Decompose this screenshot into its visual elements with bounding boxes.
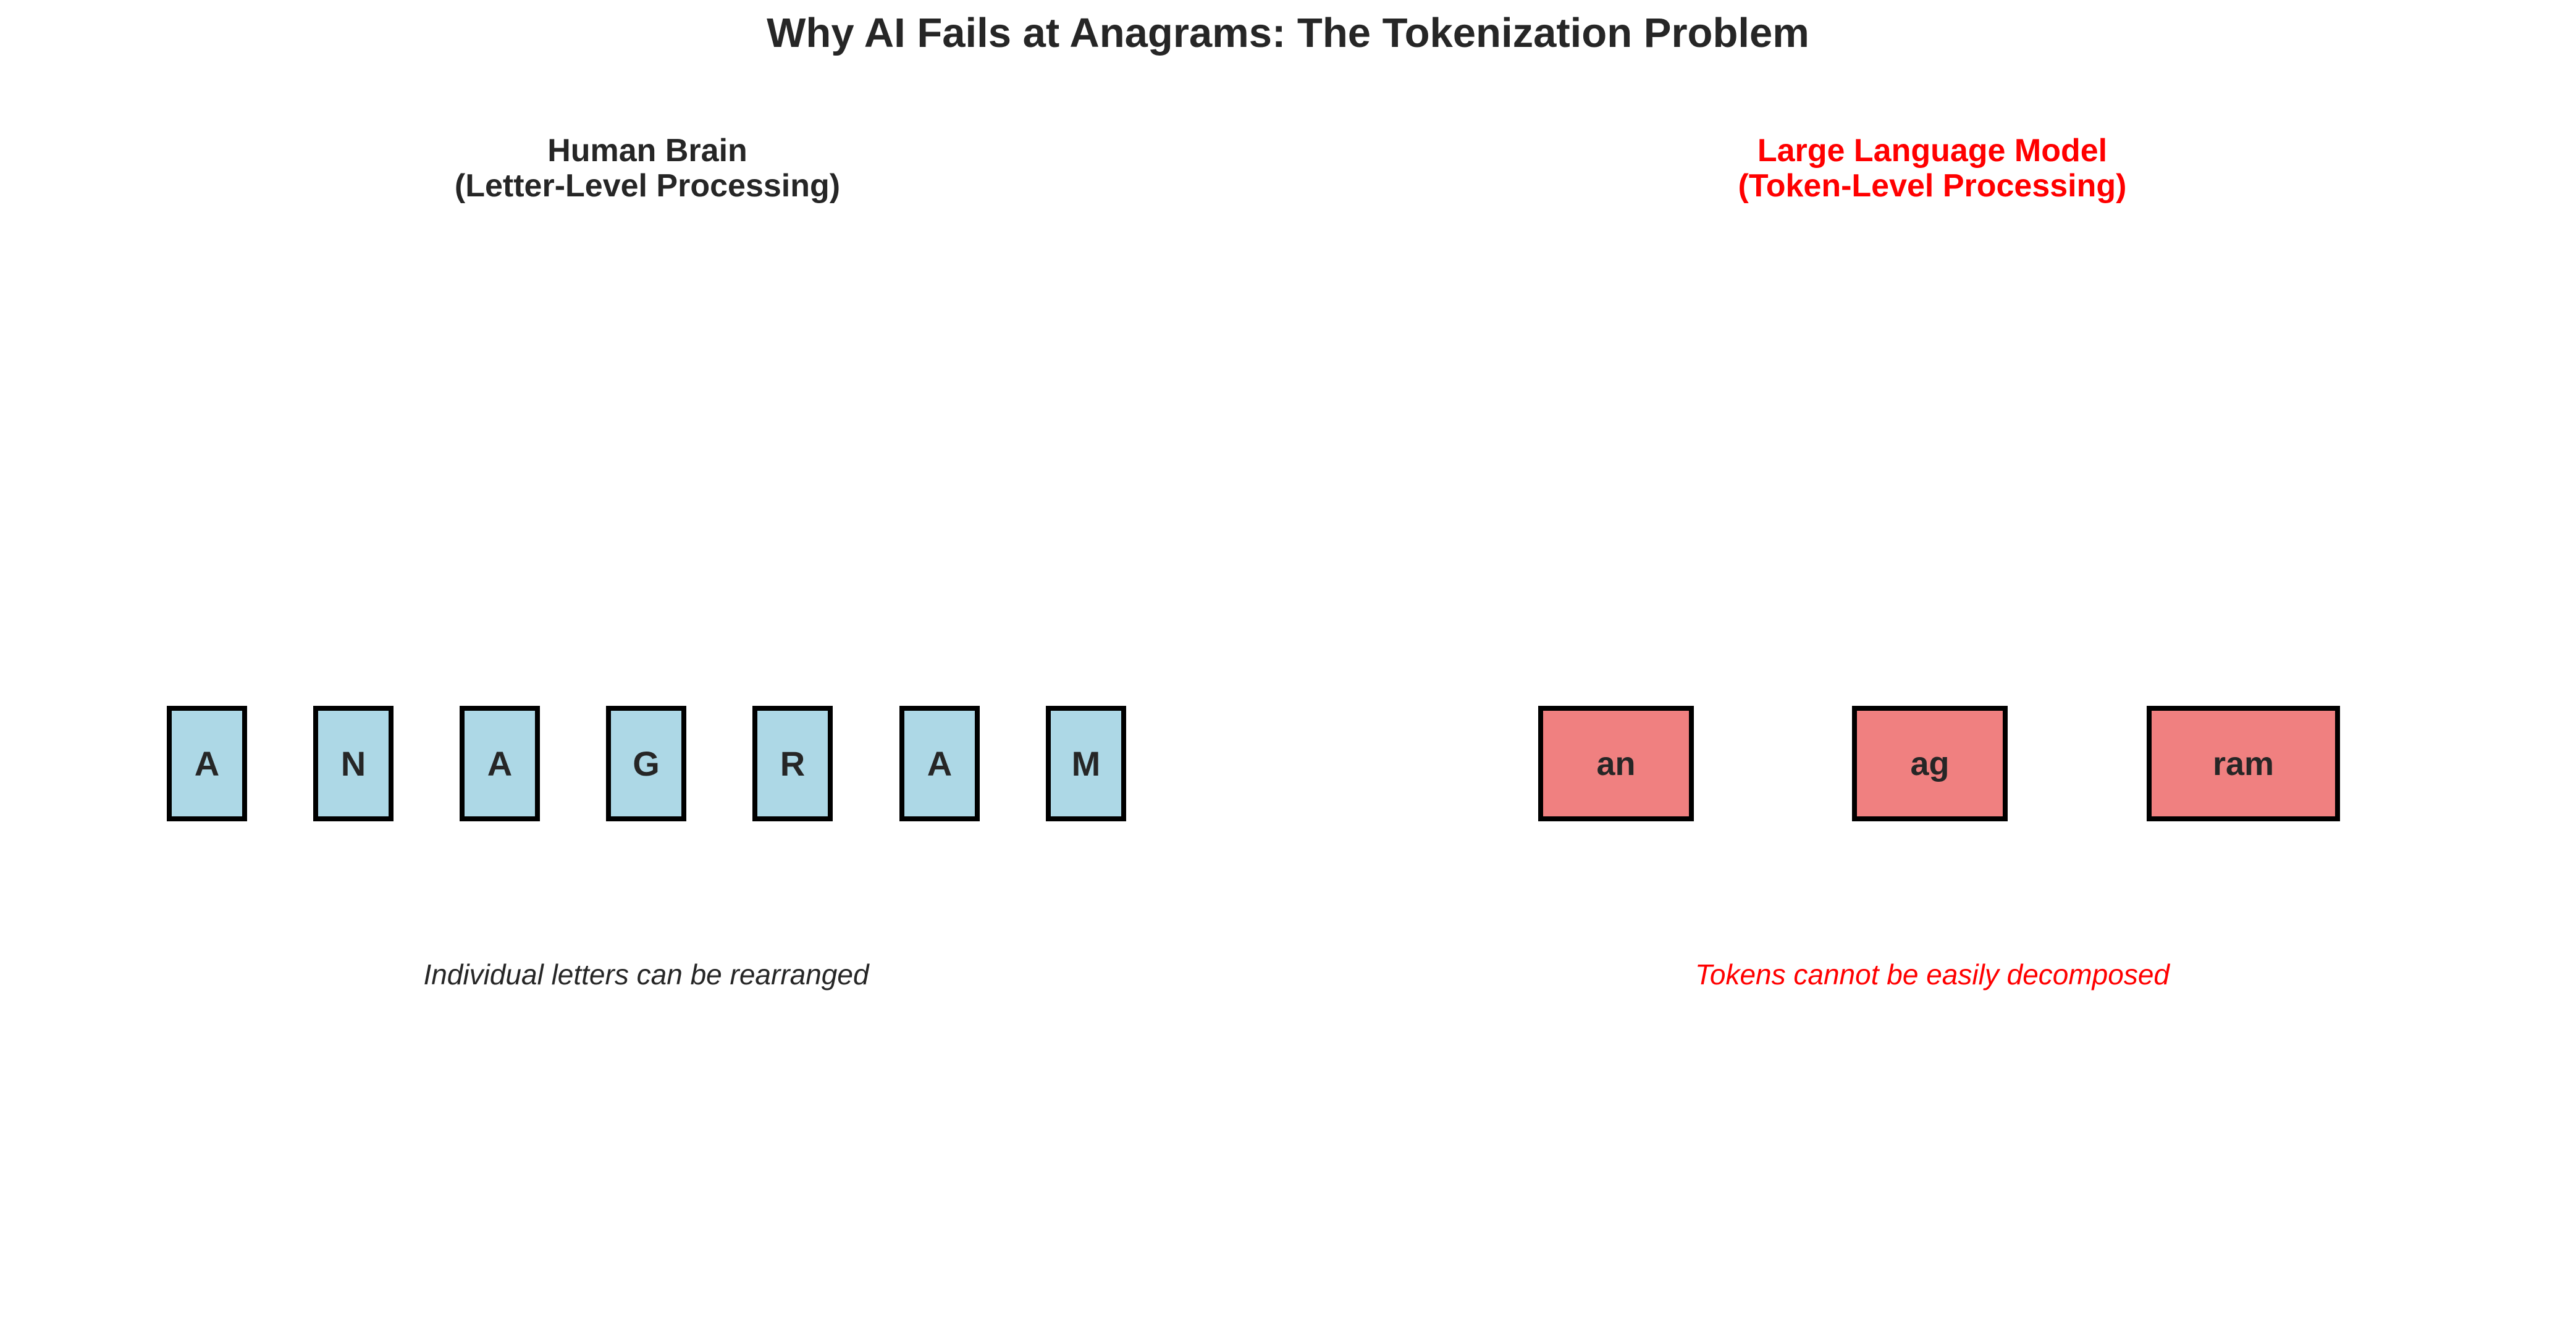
letter-caption: Individual letters can be rearranged xyxy=(423,958,869,991)
letter-label: A xyxy=(487,744,513,783)
token-caption: Tokens cannot be easily decomposed xyxy=(1694,958,2170,991)
letter-label: M xyxy=(1071,744,1101,783)
human-brain-heading: Human Brain (Letter-Level Processing) xyxy=(153,133,1142,204)
letter-box: A xyxy=(167,706,247,821)
llm-heading-line1: Large Language Model xyxy=(1757,133,2108,169)
llm-heading: Large Language Model (Token-Level Proces… xyxy=(1438,133,2427,204)
token-box: an xyxy=(1538,706,1694,821)
token-label: ram xyxy=(2212,745,2275,782)
letter-label: R xyxy=(780,744,806,783)
diagram-title: Why AI Fails at Anagrams: The Tokenizati… xyxy=(767,10,1809,56)
token-label: ag xyxy=(1910,745,1950,782)
token-box: ag xyxy=(1852,706,2008,821)
token-label: an xyxy=(1596,745,1636,782)
token-box: ram xyxy=(2147,706,2340,821)
human-brain-heading-line2: (Letter-Level Processing) xyxy=(454,168,841,204)
letter-label: G xyxy=(633,744,660,783)
letter-box: M xyxy=(1046,706,1126,821)
letter-box: N xyxy=(313,706,394,821)
human-brain-heading-line1: Human Brain xyxy=(547,133,747,169)
letter-label: A xyxy=(194,744,220,783)
llm-heading-line2: (Token-Level Processing) xyxy=(1738,168,2127,204)
letter-box: R xyxy=(752,706,833,821)
letter-label: N xyxy=(340,744,366,783)
letter-box: A xyxy=(460,706,540,821)
letter-label: A xyxy=(927,744,953,783)
letter-box: G xyxy=(606,706,686,821)
letter-box: A xyxy=(899,706,980,821)
